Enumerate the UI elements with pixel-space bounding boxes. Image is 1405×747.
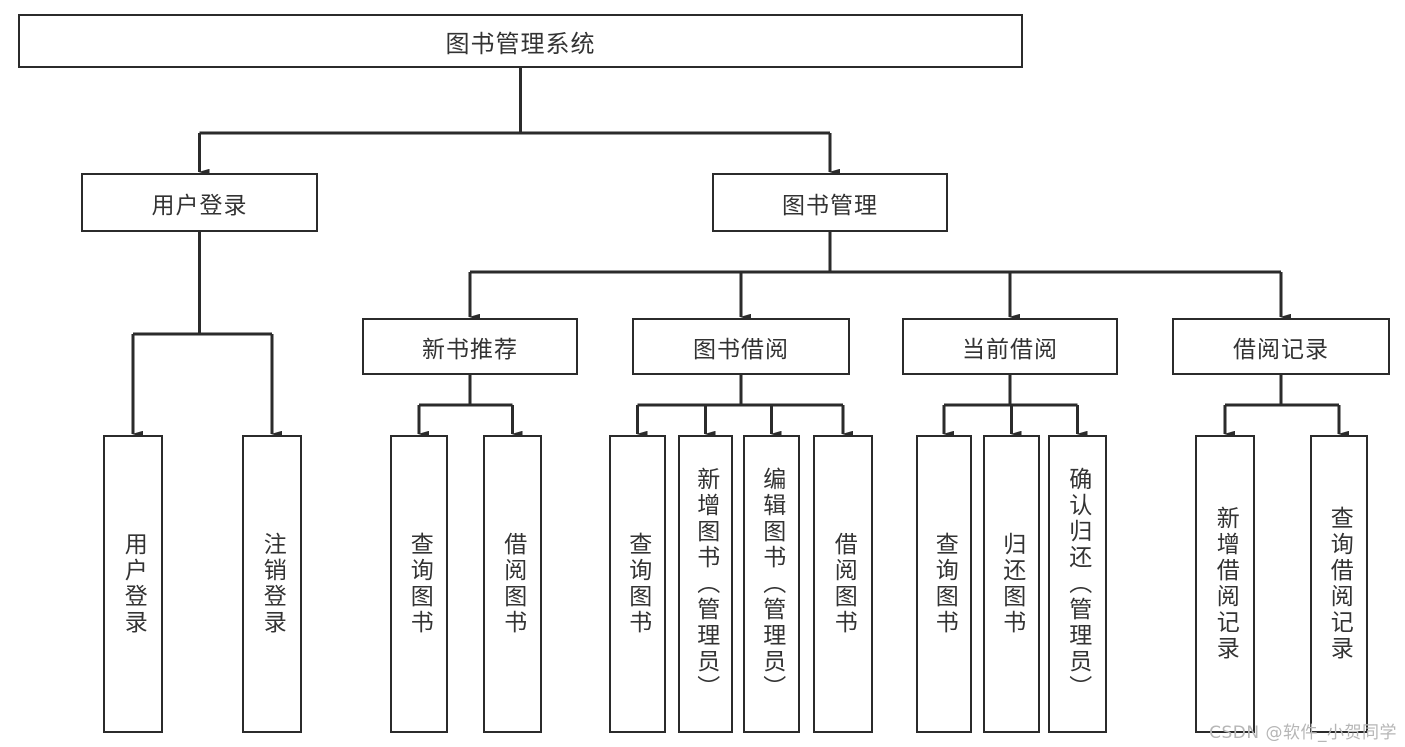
node-book-borrow[interactable]: 图书借阅 xyxy=(632,318,850,375)
leaf-borrow-edit-book-admin[interactable]: 编辑图书（管理员） xyxy=(743,435,800,733)
leaf-user-logout[interactable]: 注销登录 xyxy=(242,435,302,733)
leaf-current-return-book[interactable]: 归还图书 xyxy=(983,435,1040,733)
leaf-new-query-book[interactable]: 查询图书 xyxy=(390,435,448,733)
node-current-borrow[interactable]: 当前借阅 xyxy=(902,318,1118,375)
leaf-current-query-book[interactable]: 查询图书 xyxy=(916,435,972,733)
leaf-borrow-query-book[interactable]: 查询图书 xyxy=(609,435,666,733)
leaf-new-borrow-book[interactable]: 借阅图书 xyxy=(483,435,542,733)
node-label: 图书管理 xyxy=(782,192,878,219)
node-label: 借阅记录 xyxy=(1233,336,1329,363)
leaf-borrow-add-book-admin[interactable]: 新增图书（管理员） xyxy=(678,435,733,733)
leaf-current-confirm-return-admin[interactable]: 确认归还（管理员） xyxy=(1048,435,1107,733)
node-new-book-recommend[interactable]: 新书推荐 xyxy=(362,318,578,375)
leaf-borrow-lend-book[interactable]: 借阅图书 xyxy=(813,435,873,733)
node-label: 图书管理系统 xyxy=(445,29,596,58)
node-book-management-module[interactable]: 图书管理 xyxy=(712,173,948,232)
leaf-record-query[interactable]: 查询借阅记录 xyxy=(1310,435,1368,733)
node-user-login-module[interactable]: 用户登录 xyxy=(81,173,318,232)
node-label: 当前借阅 xyxy=(962,336,1058,363)
leaf-user-login[interactable]: 用户登录 xyxy=(103,435,163,733)
node-root[interactable]: 图书管理系统 xyxy=(18,14,1023,68)
node-label: 图书借阅 xyxy=(693,336,789,363)
watermark: CSDN @软件_小贺同学 xyxy=(1209,723,1397,743)
leaf-record-add[interactable]: 新增借阅记录 xyxy=(1195,435,1255,733)
node-borrow-record[interactable]: 借阅记录 xyxy=(1172,318,1390,375)
node-label: 新书推荐 xyxy=(422,336,518,363)
node-label: 用户登录 xyxy=(151,192,248,219)
